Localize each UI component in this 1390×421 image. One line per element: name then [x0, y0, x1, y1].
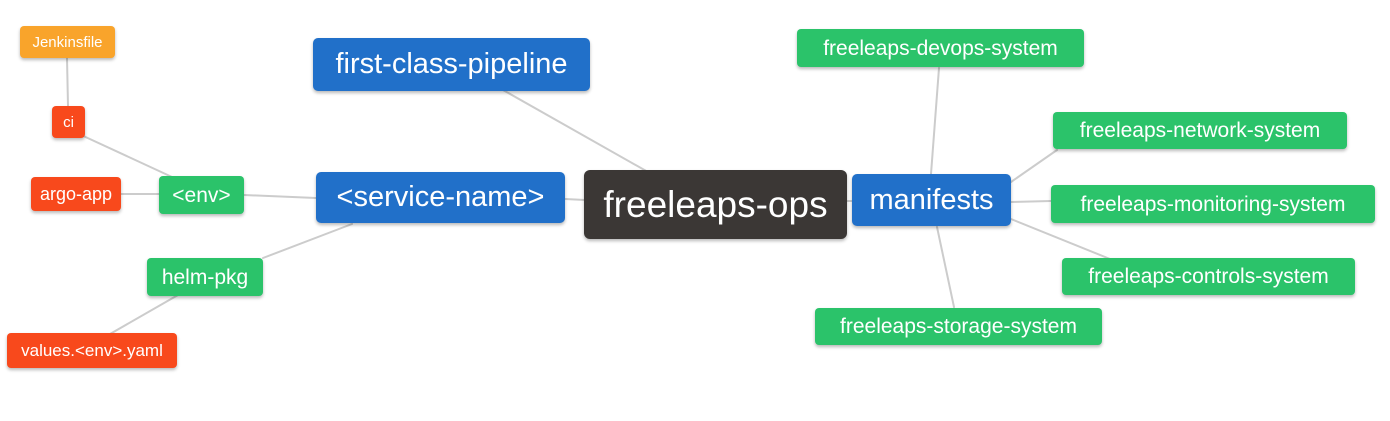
node-argo-app[interactable]: argo-app [31, 177, 121, 211]
node-env[interactable]: <env> [159, 176, 244, 214]
node-values-env-yaml[interactable]: values.<env>.yaml [7, 333, 177, 368]
edge-service-name-freeleaps-ops [564, 198, 586, 201]
edge-manifests-monitoring-system [1010, 200, 1052, 203]
node-freeleaps-devops-system[interactable]: freeleaps-devops-system [797, 29, 1084, 67]
node-freeleaps-controls-system[interactable]: freeleaps-controls-system [1062, 258, 1355, 295]
edge-ci-env [78, 133, 173, 178]
node-freeleaps-network-system[interactable]: freeleaps-network-system [1053, 112, 1347, 149]
edge-manifests-devops-system [930, 67, 940, 175]
node-freeleaps-monitoring-system[interactable]: freeleaps-monitoring-system [1051, 185, 1375, 223]
edge-pipeline-freeleaps-ops [502, 89, 649, 173]
node-freeleaps-storage-system[interactable]: freeleaps-storage-system [815, 308, 1102, 345]
edge-jenkinsfile-ci [66, 57, 69, 107]
edge-helm-pkg-service-name [262, 223, 353, 259]
node-first-class-pipeline[interactable]: first-class-pipeline [313, 38, 590, 91]
node-freeleaps-ops[interactable]: freeleaps-ops [584, 170, 847, 239]
edge-values-helm-pkg [109, 294, 179, 335]
node-manifests[interactable]: manifests [852, 174, 1011, 226]
edge-manifests-network-system [1010, 149, 1058, 183]
edge-env-service-name [243, 194, 317, 199]
node-helm-pkg[interactable]: helm-pkg [147, 258, 263, 296]
edge-manifests-controls-system [1010, 218, 1111, 260]
node-ci[interactable]: ci [52, 106, 85, 138]
edge-manifests-storage-system [936, 226, 955, 308]
node-service-name[interactable]: <service-name> [316, 172, 565, 223]
node-jenkinsfile[interactable]: Jenkinsfile [20, 26, 115, 58]
